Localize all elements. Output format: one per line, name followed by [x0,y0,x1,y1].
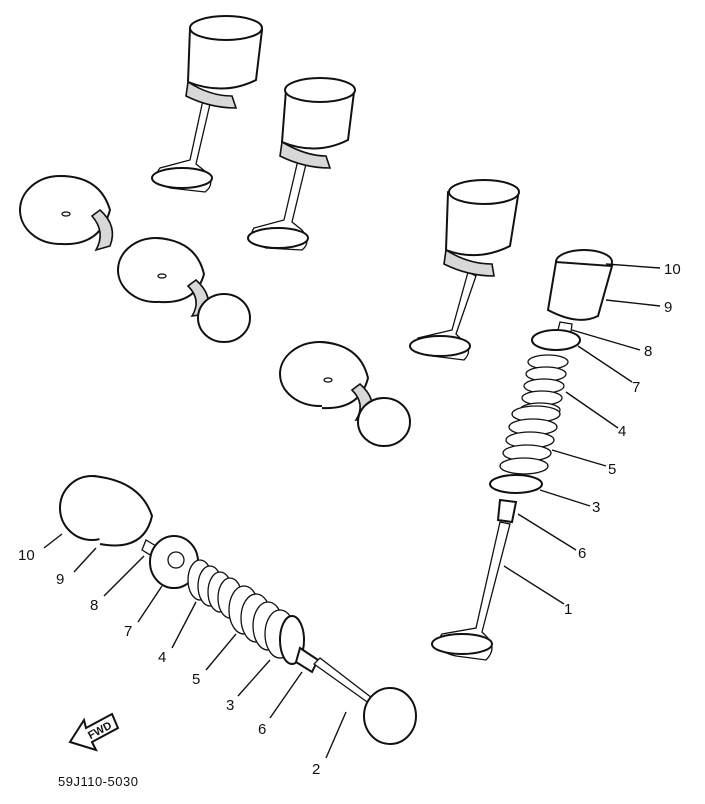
stem-seal-left [294,646,320,674]
valve-exploded-left [59,475,417,745]
valve-exploded-right [431,249,614,661]
leader-lines-left [43,533,347,759]
valve-assembly-middle-lifter [279,341,411,447]
diagram-code: 59J110-5030 [58,774,138,789]
valve-assembly-top-middle [247,77,356,251]
callout-l-8: 8 [90,597,98,614]
callout-r-6: 6 [578,545,586,562]
callout-l-5: 5 [192,671,200,688]
callout-l-4: 4 [158,649,166,666]
callout-r-9: 9 [664,299,672,316]
spring-seat-right [489,474,543,494]
callout-l-6: 6 [258,721,266,738]
callout-l-10: 10 [18,547,35,564]
valve-assembly-top-left [151,15,264,193]
callouts-right: 10 9 8 7 4 5 3 6 1 [564,261,681,618]
stem-seal-right [496,498,518,524]
callout-r-10: 10 [664,261,681,278]
retainer-right [531,329,581,351]
forward-arrow-icon: FWD [68,712,120,752]
callout-l-3: 3 [226,697,234,714]
callout-r-4: 4 [618,423,626,440]
callout-l-2: 2 [312,761,320,778]
valve-stem-left [312,657,373,706]
callout-r-8: 8 [644,343,652,360]
callout-l-9: 9 [56,571,64,588]
inner-spring-left [187,559,243,619]
lifter-body-right [546,260,614,321]
outer-spring-right [499,405,561,475]
valve-assembly-right-middle [409,179,520,361]
valve-head-left [363,687,417,745]
callout-l-7: 7 [124,623,132,640]
callouts-left: 10 9 8 7 4 5 3 6 2 [18,547,320,778]
valve-assembly-left-cluster [19,175,251,343]
leader-lines-right [503,263,661,605]
lifter-body-left [91,475,154,547]
callout-r-1: 1 [564,601,572,618]
callout-r-5: 5 [608,461,616,478]
callout-r-3: 3 [592,499,600,516]
callout-r-7: 7 [632,379,640,396]
